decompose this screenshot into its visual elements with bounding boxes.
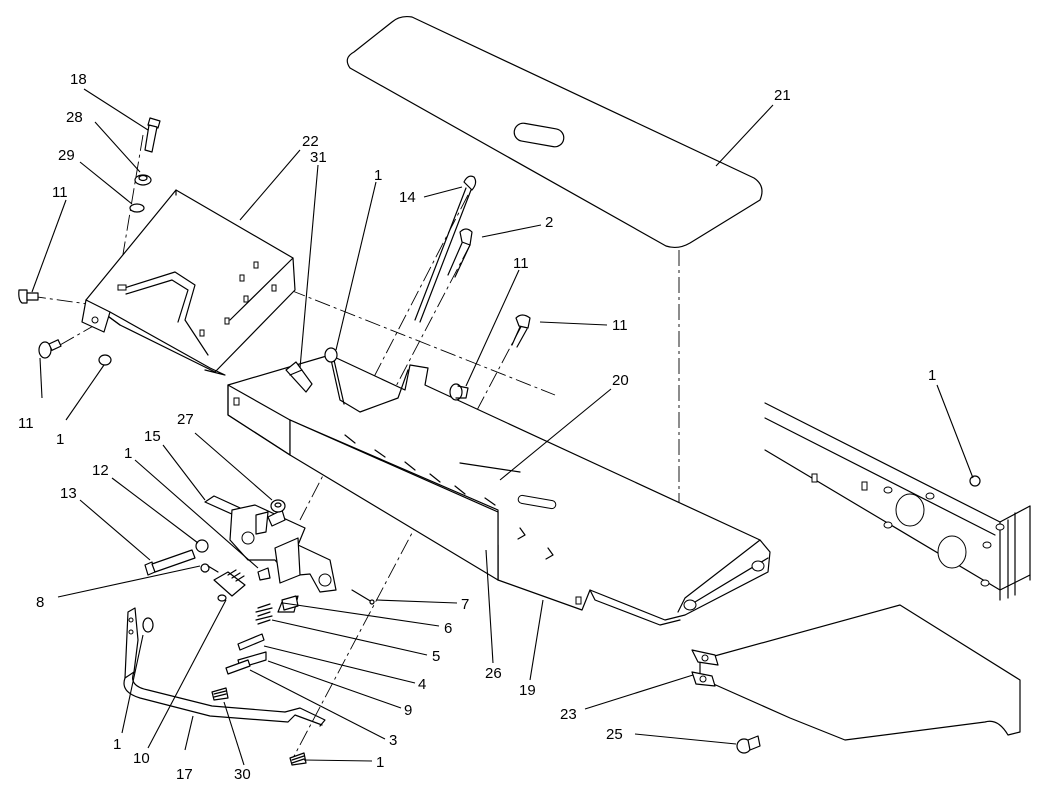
- part-27-nut: [270, 499, 286, 513]
- callout-1: 1: [374, 167, 382, 184]
- callout-30: 30: [234, 766, 251, 783]
- part-1-nut-latch: [257, 567, 271, 581]
- callout-6: 6: [444, 620, 452, 637]
- callout-22: 22: [302, 133, 319, 150]
- part-1-nut-top: [324, 347, 338, 363]
- part-22-housing: [81, 189, 296, 376]
- leader-lines: [31, 88, 974, 766]
- spring-stack: [211, 595, 307, 766]
- part-26-plate: [289, 419, 499, 581]
- latch-assembly: [204, 495, 337, 613]
- part-29-washer: [129, 203, 145, 213]
- part-14-bolt: [414, 175, 477, 323]
- frame-rail: [764, 402, 1031, 601]
- callout-4: 4: [418, 676, 426, 693]
- part-11-bolt-right: [511, 314, 531, 348]
- callout-2: 2: [545, 214, 553, 231]
- part-11-bolt-left-bottom: [38, 339, 62, 359]
- callout-1: 1: [124, 445, 132, 462]
- callout-29: 29: [58, 147, 75, 164]
- part-1-nut-left: [98, 354, 112, 366]
- part-13-bolt: [144, 549, 196, 576]
- callout-14: 14: [399, 189, 416, 206]
- part-18-bolt: [144, 117, 161, 153]
- part-10-switch: [213, 569, 246, 602]
- callout-26: 26: [485, 665, 502, 682]
- part-7-pin: [351, 589, 375, 605]
- callout-12: 12: [92, 462, 109, 479]
- callout-21: 21: [774, 87, 791, 104]
- part-31-clamp: [285, 361, 313, 393]
- callout-11: 11: [612, 317, 628, 334]
- callout-17: 17: [176, 766, 193, 783]
- part-23-guard: [691, 604, 1021, 741]
- callout-10: 10: [133, 750, 150, 767]
- part-21-top-plate: [346, 15, 763, 249]
- callout-7: 7: [461, 596, 469, 613]
- part-17-rod: [123, 607, 326, 727]
- callout-5: 5: [432, 648, 440, 665]
- callout-1: 1: [113, 736, 121, 753]
- callout-13: 13: [60, 485, 77, 502]
- callout-1: 1: [56, 431, 64, 448]
- callout-18: 18: [70, 71, 87, 88]
- callout-11: 11: [18, 415, 34, 432]
- part-11-bolt-mid: [449, 383, 469, 401]
- part-28-washer: [134, 174, 152, 186]
- callout-3: 3: [389, 732, 397, 749]
- callout-9: 9: [404, 702, 412, 719]
- callout-27: 27: [177, 411, 194, 428]
- callout-1: 1: [376, 754, 384, 771]
- part-12-nut: [195, 539, 209, 553]
- callout-8: 8: [36, 594, 44, 611]
- part-19-base-bracket: [227, 354, 771, 626]
- callout-1: 1: [928, 367, 936, 384]
- callout-23: 23: [560, 706, 577, 723]
- callout-19: 19: [519, 682, 536, 699]
- callout-31: 31: [310, 149, 327, 166]
- callout-15: 15: [144, 428, 161, 445]
- part-11-bolt-left-top: [18, 289, 39, 304]
- part-2-bolt: [447, 228, 473, 278]
- callout-11: 11: [52, 184, 68, 201]
- callout-20: 20: [612, 372, 629, 389]
- callout-11: 11: [513, 255, 529, 272]
- part-8-screw: [200, 563, 219, 573]
- part-25-bolt: [736, 735, 761, 754]
- callouts: 18 28 29 11 22 31 1 14 21 2 11 11 11 1 2…: [18, 71, 936, 783]
- callout-25: 25: [606, 726, 623, 743]
- callout-28: 28: [66, 109, 83, 126]
